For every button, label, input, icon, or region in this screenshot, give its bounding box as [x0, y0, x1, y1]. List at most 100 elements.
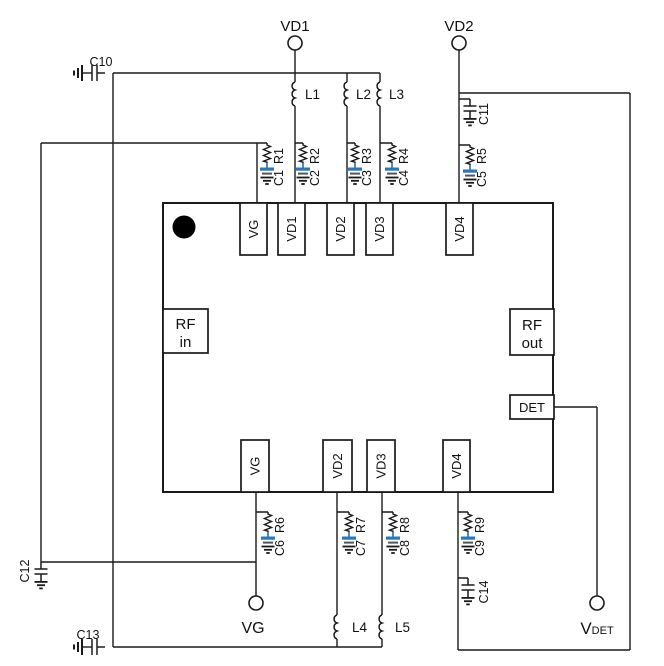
label-r6: R6 [273, 517, 287, 533]
label-r4: R4 [397, 148, 411, 164]
label-c2: C2 [308, 170, 322, 186]
branch-r7-c7: R7 C7 [341, 511, 368, 556]
label-c4: C4 [397, 170, 411, 186]
capacitor-c11-symbol [462, 98, 478, 128]
branch-r3-c3: R3 C3 [347, 142, 374, 186]
label-c6: C6 [273, 540, 287, 556]
capacitor-c10: C10 [72, 55, 113, 82]
capacitor-c14: C14 [460, 577, 491, 607]
label-r2: R2 [308, 148, 322, 164]
label-c8: C8 [398, 540, 412, 556]
capacitor-c12: C12 [18, 559, 49, 591]
terminal-vd2-circle [451, 35, 467, 51]
label-c9: C9 [473, 540, 487, 556]
inductor-l4: L4 [333, 614, 368, 640]
label-r8: R8 [398, 517, 412, 533]
pin1-marker [172, 215, 196, 239]
branch-r4-c4: R4 C4 [384, 142, 411, 186]
branch-r2-c2: R2 C2 [295, 142, 322, 186]
pin-top-vd3-label: VD3 [372, 216, 387, 241]
pin-bottom-vd4 [442, 439, 471, 493]
resistor-r8 [388, 511, 398, 533]
label-c14: C14 [477, 580, 491, 603]
capacitor-c11: C11 [462, 98, 491, 128]
label-vg-supply: VG [241, 620, 264, 637]
pin-top-vd1 [277, 202, 306, 256]
port-rf-out-label-1: RF [522, 317, 542, 334]
capacitor-c12-symbol [33, 561, 49, 591]
branch-r6-c6: R6 C6 [260, 511, 287, 556]
terminal-vd1: VD1 [280, 18, 310, 51]
label-r5: R5 [475, 148, 489, 164]
label-r7: R7 [354, 517, 368, 533]
resistor-r1 [262, 142, 272, 164]
inductor-l3: L3 [376, 81, 404, 107]
pin-top-vg-label: VG [246, 220, 261, 239]
port-rf-in-label-1: RF [176, 316, 196, 333]
wiring-vg-net [40, 142, 268, 596]
label-vd2-supply: VD2 [444, 18, 473, 35]
label-c1: C1 [272, 170, 286, 186]
pin-top-vd3 [365, 202, 394, 256]
wiring-det-net [554, 406, 598, 596]
inductor-l4-coil [333, 614, 338, 640]
capacitor-c14-symbol [460, 577, 476, 607]
inductor-l2: L2 [343, 81, 371, 107]
label-l5: L5 [395, 620, 410, 635]
inductor-l1: L1 [291, 81, 320, 107]
pin-top-vd2 [326, 202, 355, 256]
terminal-vd1-circle [287, 35, 303, 51]
resistor-r9 [463, 511, 473, 533]
terminal-vdet-circle [589, 595, 605, 611]
port-rf-in-label-2: in [180, 334, 192, 351]
label-c11: C11 [477, 103, 491, 125]
pin-top-vd2-label: VD2 [333, 216, 348, 241]
resistor-r7 [344, 511, 354, 533]
label-r9: R9 [473, 517, 487, 533]
label-c5: C5 [475, 171, 489, 187]
pin-top-vd1-label: VD1 [284, 216, 299, 241]
pin-top-vd4-label: VD4 [452, 216, 467, 241]
label-r3: R3 [360, 148, 374, 164]
label-c10: C10 [90, 55, 113, 69]
pin-bottom-vd3-label: VD3 [374, 453, 389, 478]
label-c13: C13 [77, 628, 100, 642]
inductor-l5: L5 [378, 614, 410, 640]
port-rf-in-box [162, 308, 209, 354]
inductor-l1-coil [291, 81, 296, 107]
chip-pins-top: VG VD1 VD2 VD3 VD4 [239, 202, 474, 256]
label-l4: L4 [352, 620, 368, 635]
port-rf-in: RF in [162, 308, 209, 354]
resistor-r2 [298, 142, 308, 164]
inductor-l2-coil [343, 81, 348, 107]
terminal-vg-circle [248, 595, 264, 611]
port-det-box [509, 394, 555, 420]
chip-body [162, 202, 554, 493]
pin-bottom-vd2 [322, 439, 353, 493]
port-rf-out-label-2: out [522, 335, 544, 352]
pin-bottom-vd3 [366, 439, 396, 493]
pin-bottom-vd2-label: VD2 [330, 453, 345, 478]
branch-r9-c9: R9 C9 [460, 511, 487, 556]
label-c7: C7 [354, 540, 368, 556]
pin-bottom-vg-label: VG [248, 457, 263, 476]
resistor-r5 [465, 144, 475, 166]
port-det: DET [509, 394, 555, 420]
label-vd1-supply: VD1 [280, 18, 309, 35]
label-r1: R1 [272, 148, 286, 164]
pin-bottom-vg [240, 439, 270, 493]
inductor-l5-coil [378, 614, 383, 640]
pin-bottom-vd4-label: VD4 [449, 453, 464, 478]
terminal-vg: VG [241, 595, 265, 637]
chip-pins-bottom: VG VD2 VD3 VD4 [240, 439, 471, 493]
terminal-vd2: VD2 [444, 18, 474, 51]
wiring-vd1-net [112, 50, 393, 648]
label-l1: L1 [305, 87, 320, 102]
wiring-vd2-net [457, 50, 631, 651]
resistor-r4 [387, 142, 397, 164]
label-l2: L2 [356, 87, 371, 102]
resistor-r6 [263, 511, 273, 533]
pin-top-vg [239, 202, 268, 256]
